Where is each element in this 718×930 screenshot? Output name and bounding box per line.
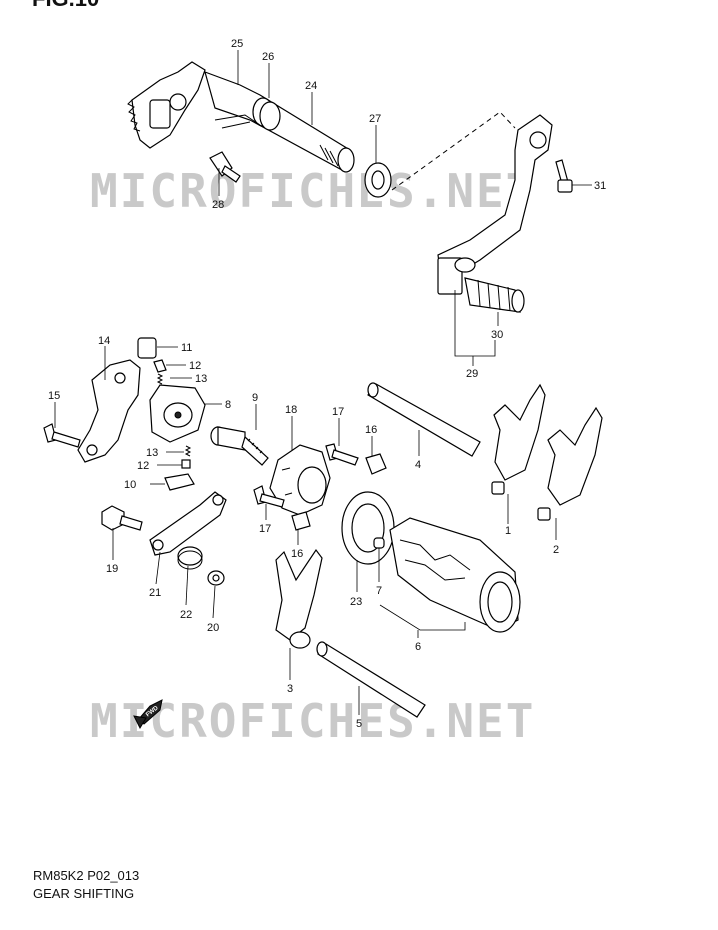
bolt-15 — [43, 423, 81, 448]
shift-fork-2 — [537, 406, 603, 521]
part-label-15: 15 — [48, 390, 60, 402]
part-label-11: 11 — [181, 342, 192, 354]
fork-shaft-4 — [367, 382, 481, 457]
part-label-29: 29 — [466, 368, 478, 380]
spring-22 — [177, 546, 203, 570]
part-label-13-lower: 13 — [146, 447, 158, 459]
watermark-top: MICROFICHES.NET — [90, 164, 535, 218]
spring-13 — [156, 373, 164, 385]
part-label-6: 6 — [415, 641, 421, 653]
part-label-17-lower: 17 — [259, 523, 271, 535]
shift-cam-18 — [269, 444, 331, 516]
part-label-27: 27 — [369, 113, 381, 125]
part-label-24: 24 — [305, 80, 317, 92]
pin-11 — [137, 337, 157, 359]
watermark-bottom: MICROFICHES.NET — [90, 694, 535, 748]
part-label-19: 19 — [106, 563, 118, 575]
part-labels: 25 26 24 27 28 31 30 29 14 11 12 13 15 8… — [48, 38, 606, 730]
spring-13-lower — [184, 445, 192, 457]
part-label-18: 18 — [285, 404, 297, 416]
part-label-10: 10 — [124, 479, 136, 491]
shift-fork-3 — [275, 548, 323, 649]
bolt-17-lower — [253, 485, 285, 508]
part-label-30: 30 — [491, 329, 503, 341]
part-label-28: 28 — [212, 199, 224, 211]
part-label-21: 21 — [149, 587, 161, 599]
part-label-25: 25 — [231, 38, 243, 50]
guide-10 — [164, 473, 195, 491]
part-label-9: 9 — [252, 392, 258, 404]
part-label-3: 3 — [287, 683, 293, 695]
cam-gear-8 — [149, 384, 206, 443]
part-label-12-lower: 12 — [137, 460, 149, 472]
part-label-1: 1 — [505, 525, 511, 537]
shift-cam-drum-6 — [389, 517, 521, 633]
part-label-2: 2 — [553, 544, 559, 556]
part-label-31: 31 — [594, 180, 606, 192]
part-label-14: 14 — [98, 335, 110, 347]
pawl-12-lower — [181, 459, 191, 469]
figure-name: GEAR SHIFTING — [33, 886, 135, 901]
bearing-23 — [341, 491, 395, 565]
bolt-28 — [209, 151, 241, 183]
part-label-23: 23 — [350, 596, 362, 608]
figure-code: RM85K2 P02_013 — [33, 868, 140, 883]
arm-21 — [149, 491, 227, 556]
part-label-16-lower: 16 — [291, 548, 303, 560]
part-label-22: 22 — [180, 609, 192, 621]
leader-lines — [54, 50, 592, 715]
part-label-20: 20 — [207, 622, 219, 634]
part-label-12: 12 — [189, 360, 201, 372]
shift-fork-1 — [491, 383, 546, 495]
bolt-17-upper — [325, 443, 359, 466]
pin-7 — [373, 537, 385, 549]
figure-title: FIG.10 — [32, 0, 99, 11]
part-label-17-upper: 17 — [332, 406, 344, 418]
oil-seal-27 — [364, 162, 392, 198]
part-label-26: 26 — [262, 51, 274, 63]
part-label-5: 5 — [356, 718, 362, 730]
washer-20 — [207, 570, 225, 586]
gearshift-shaft-assembly — [127, 61, 355, 173]
part-label-16-upper: 16 — [365, 424, 377, 436]
pawl-12 — [153, 359, 167, 373]
gearshift-lever — [437, 114, 553, 313]
part-label-4: 4 — [415, 459, 421, 471]
pin-16-lower — [291, 511, 311, 531]
bolt-9 — [210, 426, 269, 466]
bolt-31 — [555, 159, 573, 193]
part-label-13: 13 — [195, 373, 207, 385]
part-label-7: 7 — [376, 585, 382, 597]
bolt-19 — [101, 505, 143, 531]
stopper-plate-14 — [77, 359, 141, 463]
fork-shaft-5 — [316, 641, 426, 718]
pin-16-upper — [365, 453, 387, 475]
part-label-8: 8 — [225, 399, 231, 411]
